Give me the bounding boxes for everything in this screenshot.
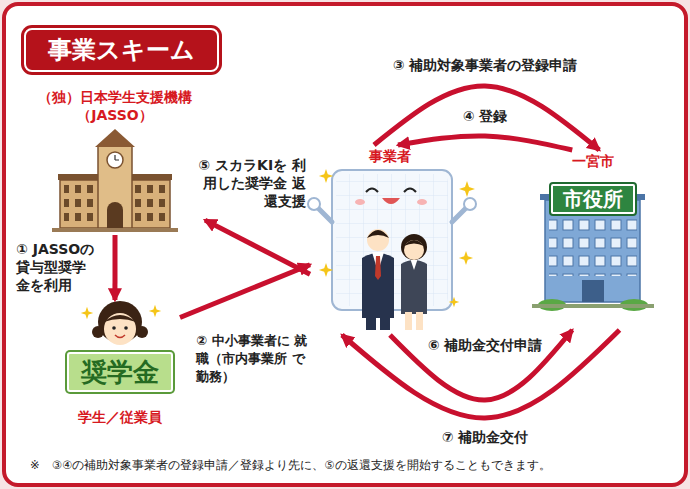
- company-character-part: [355, 199, 365, 205]
- edge-label-box: ④ 登録: [440, 107, 530, 125]
- university-building: [52, 129, 178, 232]
- company-character-part: [316, 206, 468, 222]
- city-node: 一宮市市役所: [525, 150, 660, 330]
- node-text: 市役所: [551, 184, 635, 214]
- node-title: 一宮市: [572, 152, 614, 170]
- company-character-part: [416, 312, 423, 330]
- company-character-part: [464, 198, 476, 210]
- node-text: 学生／従業員: [78, 408, 162, 426]
- university-building-part: [95, 129, 135, 147]
- student-girl-part: [104, 313, 136, 345]
- flow-arrow: [342, 330, 620, 418]
- student-girl: [81, 301, 161, 345]
- company-character-part: [367, 230, 389, 238]
- university-building-part: [134, 184, 166, 222]
- company-character-part: [367, 229, 389, 251]
- company-character-part: [459, 251, 473, 265]
- company-character-part: [404, 240, 424, 246]
- university-building-part: [64, 184, 96, 222]
- company-character-part: [380, 316, 390, 330]
- university-building-part: [115, 155, 119, 160]
- city-hall-building-part: [545, 200, 640, 302]
- company-character-part: [404, 240, 424, 260]
- university-building-part: [107, 202, 123, 228]
- company-character-part: [382, 198, 400, 204]
- company-character-part: [417, 199, 427, 205]
- title-banner: 事業スキーム: [24, 28, 219, 72]
- company-character-part: [362, 253, 394, 318]
- university-building-part: [107, 152, 123, 168]
- company-character: [308, 169, 476, 330]
- student-girl-part: [92, 326, 104, 338]
- step-label: ⑥ 補助金交付申請: [410, 336, 560, 354]
- student-girl-part: [81, 307, 93, 319]
- edge-label-box: ③ 補助対象事業者の登録申請: [365, 56, 605, 74]
- company-character-part: [366, 189, 416, 193]
- student-girl-part: [112, 326, 116, 330]
- student-girl-part: [124, 326, 128, 330]
- organization-node: （独）日本学生支援機構 （JASSO）: [25, 86, 205, 235]
- step-label: ② 中小事業者に 就職（市内事業所 で勤務）: [196, 332, 312, 386]
- university-building-part: [98, 146, 132, 228]
- company-character-part: [319, 169, 333, 183]
- city-hall-building-part: [549, 216, 637, 276]
- footnote: ※ ③④の補助対象事業者の登録申請／登録より先に、⑤の返還支援を開始することもで…: [30, 458, 670, 473]
- flow-arrow: [390, 330, 572, 400]
- company-character-part: [308, 198, 320, 210]
- student-girl-part: [104, 315, 136, 322]
- flow-arrow: [112, 235, 117, 300]
- node-title: （独）日本学生支援機構 （JASSO）: [25, 88, 205, 124]
- step-label: ③ 補助対象事業者の登録申請: [365, 56, 605, 74]
- frame-part: [4, 4, 686, 485]
- flow-arrow: [180, 265, 310, 318]
- flow-arrow: [374, 86, 599, 150]
- company-character-part: [449, 297, 460, 308]
- student-node: 奨学金学生／従業員: [60, 300, 180, 435]
- student-girl-part: [136, 326, 148, 338]
- step-label: ⑤ スカラKIを 利用した奨学金 返還支援: [194, 156, 306, 210]
- node-title: 奨学金: [67, 352, 173, 392]
- company-character-part: [405, 312, 412, 330]
- city-hall-building-part: [532, 304, 654, 308]
- company-character-part: [366, 316, 376, 330]
- company-character-part: [459, 181, 475, 197]
- edge-label-box: ② 中小事業者に 就職（市内事業所 で勤務）: [196, 332, 312, 386]
- edge-label-box: ⑤ スカラKIを 利用した奨学金 返還支援: [194, 156, 306, 210]
- edge-label-box: ① JASSOの 貸与型奨学 金を利用: [16, 240, 98, 294]
- student-girl-part: [149, 305, 161, 317]
- edge-label-box: ⑥ 補助金交付申請: [410, 336, 560, 354]
- step-label: ⑦ 補助金交付: [410, 428, 560, 446]
- company-character-part: [319, 263, 333, 277]
- node-title: 事業者: [369, 147, 411, 165]
- frame: [4, 4, 686, 485]
- edge-label-box: ⑦ 補助金交付: [410, 428, 560, 446]
- student-girl-part: [115, 335, 125, 338]
- city-hall-building-part: [582, 280, 604, 302]
- step-label: ④ 登録: [440, 107, 530, 125]
- step-label: ① JASSOの 貸与型奨学 金を利用: [16, 240, 98, 294]
- university-building-part: [52, 228, 178, 232]
- company-character-part: [375, 256, 381, 280]
- company-character-part: [401, 234, 427, 260]
- flow-arrow: [398, 136, 572, 150]
- flow-arrow: [205, 220, 310, 274]
- company-node: 事業者: [310, 145, 470, 335]
